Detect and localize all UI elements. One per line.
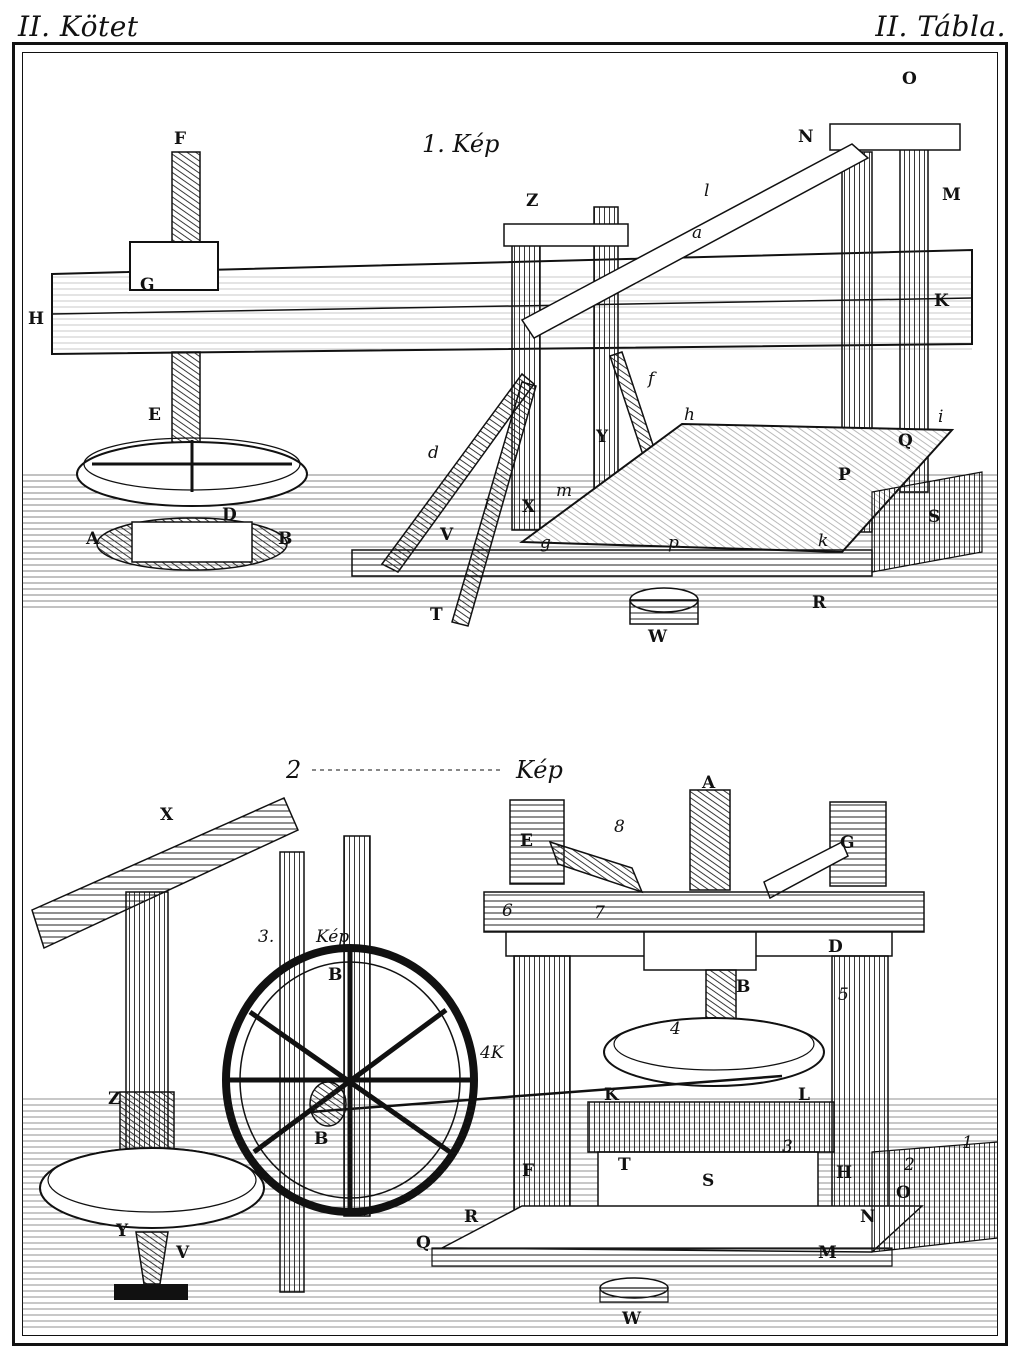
press-base: [441, 1205, 924, 1253]
label2-z: Z: [108, 1089, 120, 1109]
label2-l: L: [798, 1085, 810, 1105]
figure-2-labels: A E G 8 6 7 D 5 B 4 K L F T S H Q R M N: [108, 773, 973, 1329]
label-b: B: [278, 529, 292, 549]
label-r: R: [812, 593, 827, 613]
figure-3-caption-word: Kép: [315, 927, 349, 947]
figure-2-caption-number: 2: [285, 756, 301, 784]
label2-2: 2: [903, 1155, 915, 1175]
figure-2-caption-word: Kép: [515, 756, 563, 784]
press-screw-a: [689, 789, 731, 891]
label2-f: F: [522, 1161, 534, 1181]
label-k: K: [934, 291, 950, 311]
capstan-beam: [31, 797, 299, 950]
label2-q: Q: [416, 1233, 431, 1253]
label-t: T: [430, 605, 443, 625]
label-f-small: f: [646, 369, 657, 389]
label2-3: 3: [782, 1137, 793, 1157]
label2-6: 6: [502, 901, 513, 921]
label-l: l: [704, 181, 709, 201]
label3-b-top: B: [328, 965, 342, 985]
label-g-small: g: [540, 533, 551, 553]
label-a-small: a: [692, 223, 702, 243]
figure-3-labels: B 4K B: [314, 965, 505, 1149]
label-m: M: [942, 185, 961, 205]
label-h: H: [28, 309, 44, 329]
label2-k: K: [604, 1085, 620, 1105]
treadwheel: [222, 944, 478, 1216]
label-y: Y: [595, 427, 609, 447]
label-p-small: p: [668, 533, 679, 553]
label2-v: V: [175, 1243, 190, 1263]
label-s: S: [928, 507, 940, 527]
label-n: N: [798, 127, 814, 147]
label2-5: 5: [838, 985, 849, 1005]
label2-y: Y: [115, 1221, 129, 1241]
label2-d: D: [828, 937, 843, 957]
label2-b: B: [736, 977, 750, 997]
label2-n: N: [860, 1207, 876, 1227]
figure-1-labels: F G H E A D B Z N O M K l a f d h i Y Q: [28, 69, 961, 647]
label-a: A: [85, 529, 100, 549]
label2-4: 4: [669, 1019, 681, 1039]
label-i-small: i: [938, 407, 943, 427]
capstan-wheel: [39, 1147, 265, 1229]
label-e: E: [148, 405, 161, 425]
label-g: G: [140, 275, 155, 295]
engraving-illustration: 1. Kép F G H E A D B Z N O M K l a f d h…: [22, 69, 998, 1329]
label-w: W: [647, 627, 668, 647]
label3-4k: 4K: [479, 1043, 505, 1063]
label2-w: W: [621, 1309, 642, 1329]
label2-o: O: [896, 1183, 911, 1203]
label2-r: R: [464, 1207, 479, 1227]
plate-outer-border: [12, 42, 1008, 1346]
post-e: [509, 799, 565, 885]
press-wheel: [603, 1017, 825, 1087]
label2-t: T: [618, 1155, 631, 1175]
label-f: F: [174, 129, 186, 149]
label-v: V: [439, 525, 454, 545]
label-z: Z: [526, 191, 538, 211]
figure-2-screw-press: 2 Kép: [22, 756, 998, 1329]
label2-h: H: [836, 1163, 852, 1183]
label2-e: E: [520, 831, 533, 851]
label2-1: 1: [962, 1133, 973, 1153]
nut-block: [129, 241, 219, 291]
label2-g: G: [840, 833, 855, 853]
label2-x: X: [160, 805, 174, 825]
plate-inner-border: [22, 52, 998, 1336]
volume-heading: II. Kötet: [18, 10, 139, 43]
figure-3-caption-number: 3.: [258, 927, 274, 947]
label-p: P: [838, 465, 851, 485]
label3-b-bottom: B: [314, 1129, 328, 1149]
label2-m: M: [818, 1243, 837, 1263]
figure-1-beam-press: 1. Kép F G H E A D B Z N O M K l a f d h…: [22, 69, 998, 647]
label-r-small: r: [484, 493, 493, 513]
label-d-small: d: [428, 443, 439, 463]
label-h-small: h: [684, 405, 695, 425]
plate-heading: II. Tábla.: [875, 10, 1006, 43]
base-sill: [351, 549, 873, 577]
rope: [309, 1074, 783, 1114]
figure-1-caption: 1. Kép: [422, 130, 499, 158]
label-x: X: [522, 497, 536, 517]
treadwheel-post-left: [279, 851, 305, 1293]
capstan-foot: [114, 1284, 188, 1300]
label2-s: S: [702, 1171, 714, 1191]
label2-a: A: [701, 773, 716, 793]
label2-8a: 8: [614, 817, 625, 837]
crossbeam-top: [483, 891, 925, 933]
label-q: Q: [898, 431, 913, 451]
label-m-small: m: [556, 481, 572, 501]
label-d: D: [222, 505, 237, 525]
label-o: O: [902, 69, 917, 89]
label-k-small: k: [818, 531, 828, 551]
diagonal-tie: [520, 143, 870, 339]
label2-7: 7: [594, 903, 605, 923]
